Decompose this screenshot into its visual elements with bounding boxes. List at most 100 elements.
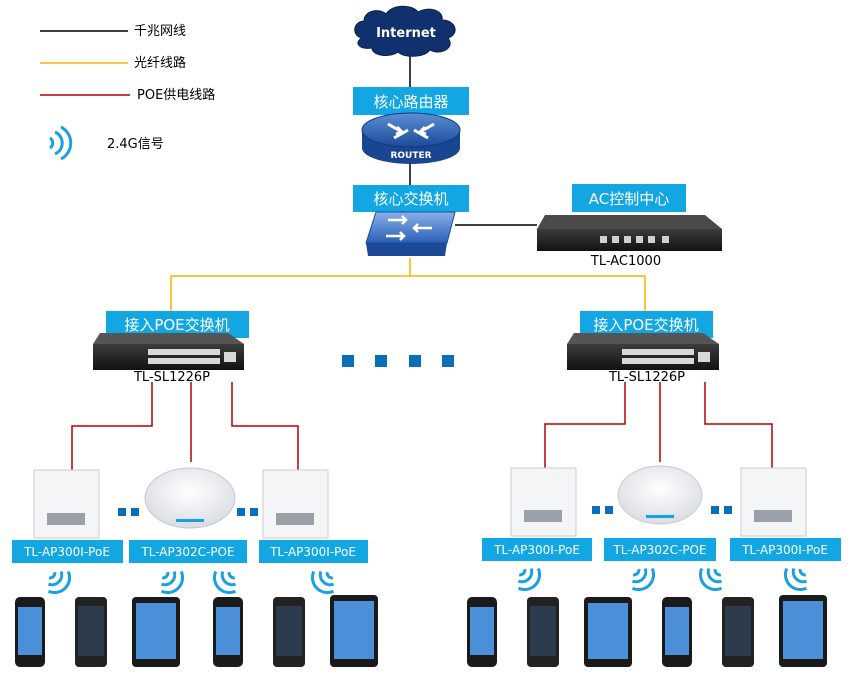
poe-switch-right: 接入POE交换机 TL-SL1226P (567, 311, 719, 385)
wifi-icon (631, 567, 656, 592)
poe-switch-left-ports (148, 349, 236, 364)
poe-switch-right-top (567, 333, 719, 344)
legend: 千兆网线 光纤线路 POE供电线路 2.4G信号 (40, 24, 215, 161)
ap-panel-ports (754, 510, 792, 522)
cloud-icon (354, 5, 456, 57)
ap-panel-4 (740, 467, 807, 537)
ap-panel-1 (33, 469, 100, 539)
phone-icon (75, 597, 107, 667)
core-switch-label: 核心交换机 (373, 190, 448, 208)
phone-icon (273, 597, 305, 667)
ap-label-box-3 (259, 540, 368, 563)
phone-icon (467, 597, 497, 667)
poe-switch-right-ports (622, 349, 710, 364)
poe-link-4 (544, 382, 626, 468)
wifi-icon (698, 567, 723, 592)
phone-icon (527, 597, 559, 667)
internet-cloud: Internet (354, 5, 456, 57)
legend-wifi-label: 2.4G信号 (107, 137, 164, 152)
ac-controller-model: TL-AC1000 (590, 254, 661, 269)
ap-ceiling-1 (144, 467, 236, 529)
ap-panel-body (33, 469, 100, 539)
wifi-icon (783, 567, 808, 592)
ap-label-3: TL-AP300I-PoE (269, 545, 356, 559)
core-router-label: 核心路由器 (373, 93, 448, 111)
router-arrows-icon (387, 122, 435, 140)
wifi-signals (47, 567, 808, 595)
ap-label-box-1 (12, 540, 123, 563)
ap-panel-ports (524, 510, 562, 522)
internet-label: Internet (376, 26, 436, 41)
ac-controller-label-box (572, 184, 686, 212)
ap-label-box-6 (730, 538, 841, 561)
core-switch-arrows-icon (386, 215, 432, 241)
wifi-icon (212, 570, 237, 595)
ap-ceiling-stripe (646, 515, 674, 518)
poe-link-3 (231, 382, 299, 470)
ap-panel-ports (47, 513, 85, 525)
core-switch-side (366, 243, 447, 256)
ap-labels: TL-AP300I-PoE TL-AP302C-POE TL-AP300I-Po… (12, 538, 841, 563)
ap-panel-ports (276, 513, 314, 525)
legend-wifi-icon (48, 125, 73, 161)
poe-link-1 (71, 382, 153, 470)
router-device-text: ROUTER (390, 151, 431, 161)
tablet-icon (330, 595, 378, 667)
poe-switch-left-label: 接入POE交换机 (124, 316, 229, 334)
router-top (361, 112, 461, 148)
tablet-icon (584, 597, 632, 667)
client-devices (15, 595, 827, 667)
legend-ethernet-label: 千兆网线 (134, 24, 186, 39)
ap-label-6: TL-AP300I-PoE (741, 543, 828, 557)
phone-icon (662, 597, 692, 667)
phone-icon (15, 597, 45, 667)
ap-label-box-4 (482, 538, 592, 561)
core-router: 核心路由器 ROUTER (353, 87, 469, 164)
ap-ellipsis (118, 506, 732, 516)
ap-label-box-2 (129, 540, 247, 563)
ap-panel-body (510, 467, 577, 537)
ap-ceiling-body (144, 467, 236, 529)
legend-poe-label: POE供电线路 (137, 87, 215, 103)
ap-ceiling-body (617, 465, 703, 525)
ap-label-box-5 (604, 538, 716, 561)
core-switch-label-box (353, 185, 469, 212)
tablet-icon (779, 595, 827, 667)
tablet-icon (132, 597, 180, 667)
wifi-icon (160, 570, 185, 595)
ac-controller-label: AC控制中心 (589, 190, 669, 208)
ac-controller-device (537, 215, 722, 229)
links (71, 50, 773, 470)
phone-icon (722, 597, 754, 667)
poe-switch-left: 接入POE交换机 TL-SL1226P (93, 311, 249, 385)
ap-ceiling-2 (617, 465, 703, 525)
poe-switch-right-device (567, 344, 719, 370)
wifi-icon (517, 567, 542, 592)
poe-switch-right-label: 接入POE交换机 (593, 316, 698, 334)
phone-icon (213, 597, 243, 667)
ap-label-5: TL-AP302C-POE (612, 543, 706, 557)
poe-link-6 (704, 382, 773, 468)
ac-controller: AC控制中心 TL-AC1000 (537, 184, 722, 269)
core-switch-icon (365, 211, 456, 244)
ap-ceiling-stripe (176, 519, 204, 522)
ap-panel-2 (262, 469, 329, 539)
wifi-icon (310, 570, 335, 595)
poe-switch-left-model: TL-SL1226P (133, 370, 210, 385)
legend-fiber-label: 光纤线路 (134, 55, 186, 71)
ap-panel-body (262, 469, 329, 539)
poe-switch-left-top (93, 333, 244, 344)
ap-label-2: TL-AP302C-POE (140, 545, 234, 559)
ap-panel-body (740, 467, 807, 537)
wifi-icon (47, 570, 72, 595)
ac-controller-ports (600, 236, 669, 243)
ap-panel-3 (510, 467, 577, 537)
poe-switch-right-model: TL-SL1226P (608, 370, 685, 385)
core-router-label-box (353, 87, 469, 115)
ap-label-1: TL-AP300I-PoE (23, 545, 110, 559)
ap-label-4: TL-AP300I-PoE (493, 543, 580, 557)
poe-switch-left-device (93, 344, 244, 370)
fiber-link-left (170, 258, 411, 332)
switch-ellipsis (342, 355, 454, 367)
